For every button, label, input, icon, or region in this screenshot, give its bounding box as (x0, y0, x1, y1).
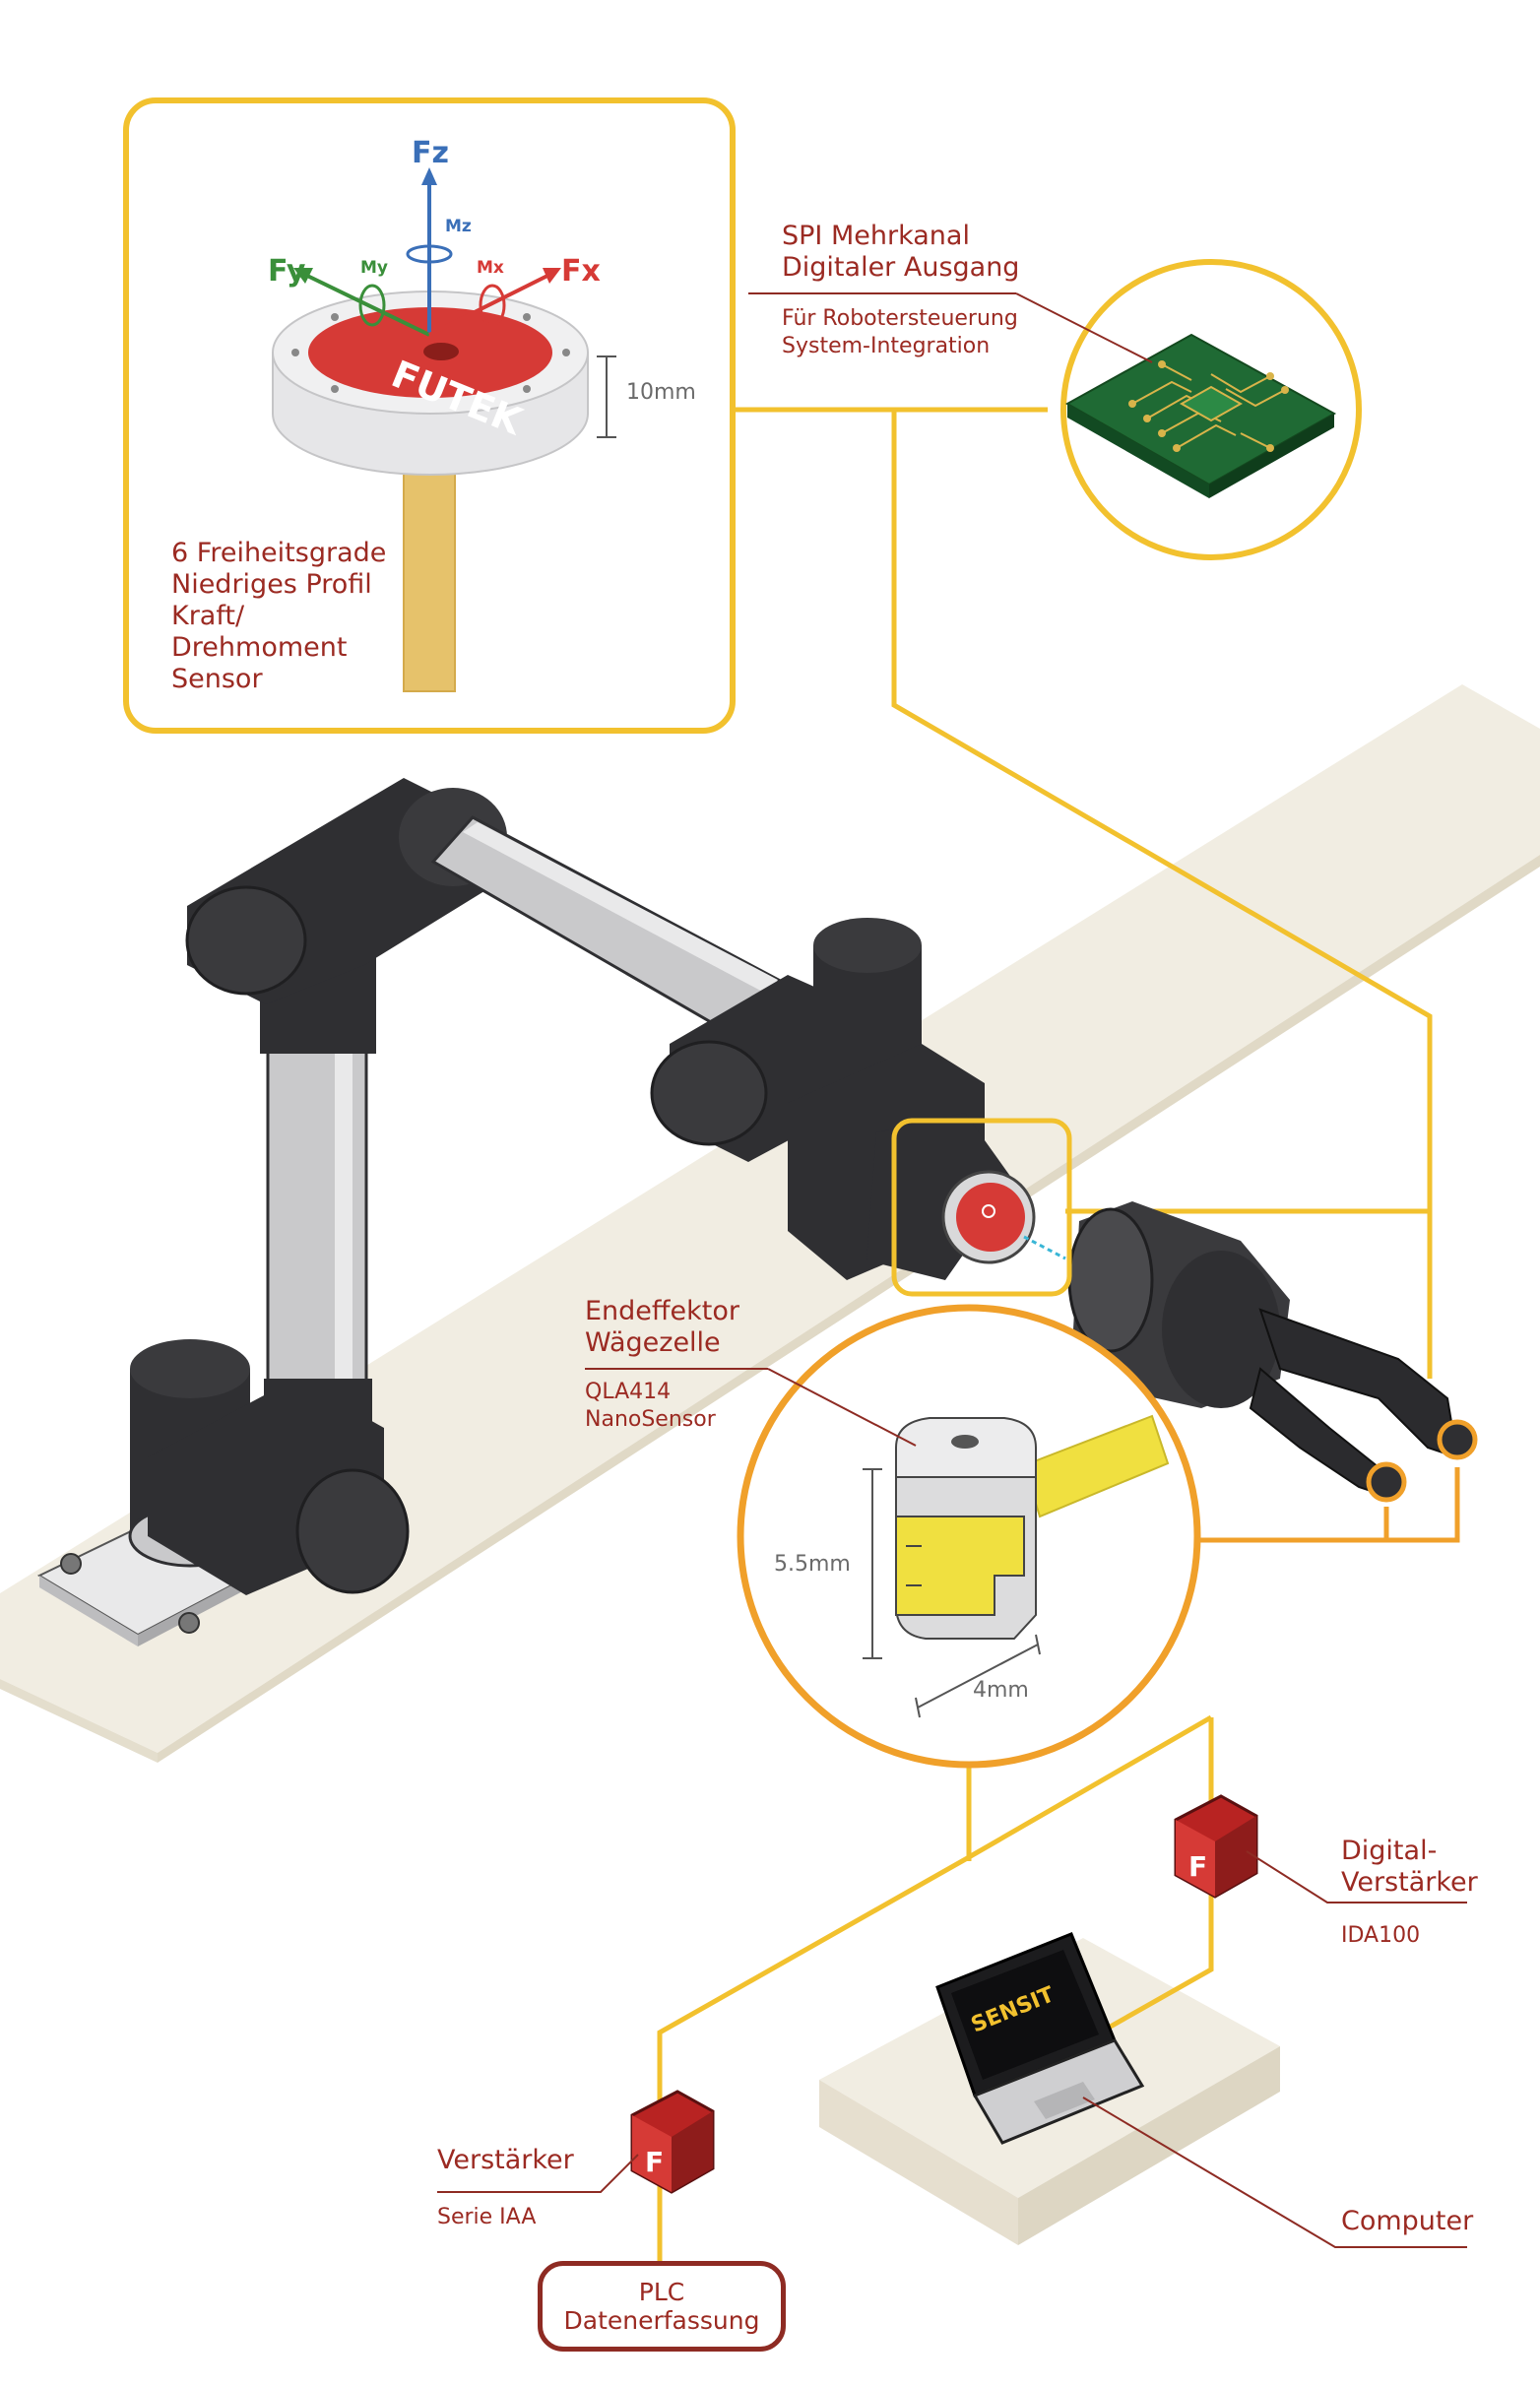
plc-box: PLC Datenerfassung (538, 2261, 786, 2352)
spi-leader-diag (1015, 292, 1153, 363)
load-cell-illustration (863, 1414, 1170, 1718)
amplifier-icon: F (630, 2090, 715, 2194)
axis-fy-label: Fy (268, 254, 306, 289)
spi-title: SPI Mehrkanal Digitaler Ausgang (782, 221, 1020, 283)
svg-text:F: F (645, 2146, 664, 2178)
amp-title: Verstärker (437, 2145, 574, 2175)
gripper (1067, 1201, 1478, 1503)
ft-sensor-illustration: FUTEK (272, 167, 616, 692)
amplifier-icon: F (1174, 1794, 1258, 1899)
amp-leader (437, 2154, 639, 2193)
laptop-icon: SENSIT (935, 1932, 1145, 2145)
plc-line-2: Datenerfassung (563, 2306, 760, 2335)
axis-my-label: My (360, 258, 388, 278)
axis-mz-label: Mz (445, 217, 472, 236)
amp-subtitle: Serie IAA (437, 2205, 537, 2229)
load-cell-height-dim: 5.5mm (774, 1552, 851, 1577)
wrist-sensor-highlight (891, 1118, 1072, 1297)
sensor-description: 6 Freiheitsgrade Niedriges Profil Kraft/… (171, 538, 387, 694)
plc-line-1: PLC (638, 2278, 685, 2306)
computer-title: Computer (1341, 2206, 1474, 2236)
end-effector-title: Endeffektor Wägezelle (585, 1296, 739, 1358)
axis-fz-label: Fz (412, 136, 449, 170)
pcb-chip-icon (1064, 333, 1337, 498)
end-effector-leader-diag (767, 1368, 917, 1447)
orange-connector (1186, 1467, 1460, 1543)
end-effector-subtitle: QLA414 NanoSensor (585, 1380, 716, 1432)
axis-fx-label: Fx (561, 254, 601, 289)
axis-mx-label: Mx (477, 258, 504, 278)
sensor-height-dim: 10mm (626, 380, 696, 405)
digital-amp-leader (1246, 1850, 1467, 1903)
computer-leader (1082, 2097, 1467, 2248)
digital-amp-subtitle: IDA100 (1341, 1923, 1421, 1948)
wrist-sensor (941, 1170, 1066, 1264)
robot-arm (128, 778, 1014, 1595)
spi-subtitle: Für Robotersteuerung System-Integration (782, 306, 1018, 358)
connector-lines (657, 407, 1433, 2263)
load-cell-width-dim: 4mm (973, 1678, 1029, 1703)
svg-text:F: F (1188, 1850, 1207, 1883)
digital-amp-title: Digital- Verstärker (1341, 1836, 1478, 1898)
